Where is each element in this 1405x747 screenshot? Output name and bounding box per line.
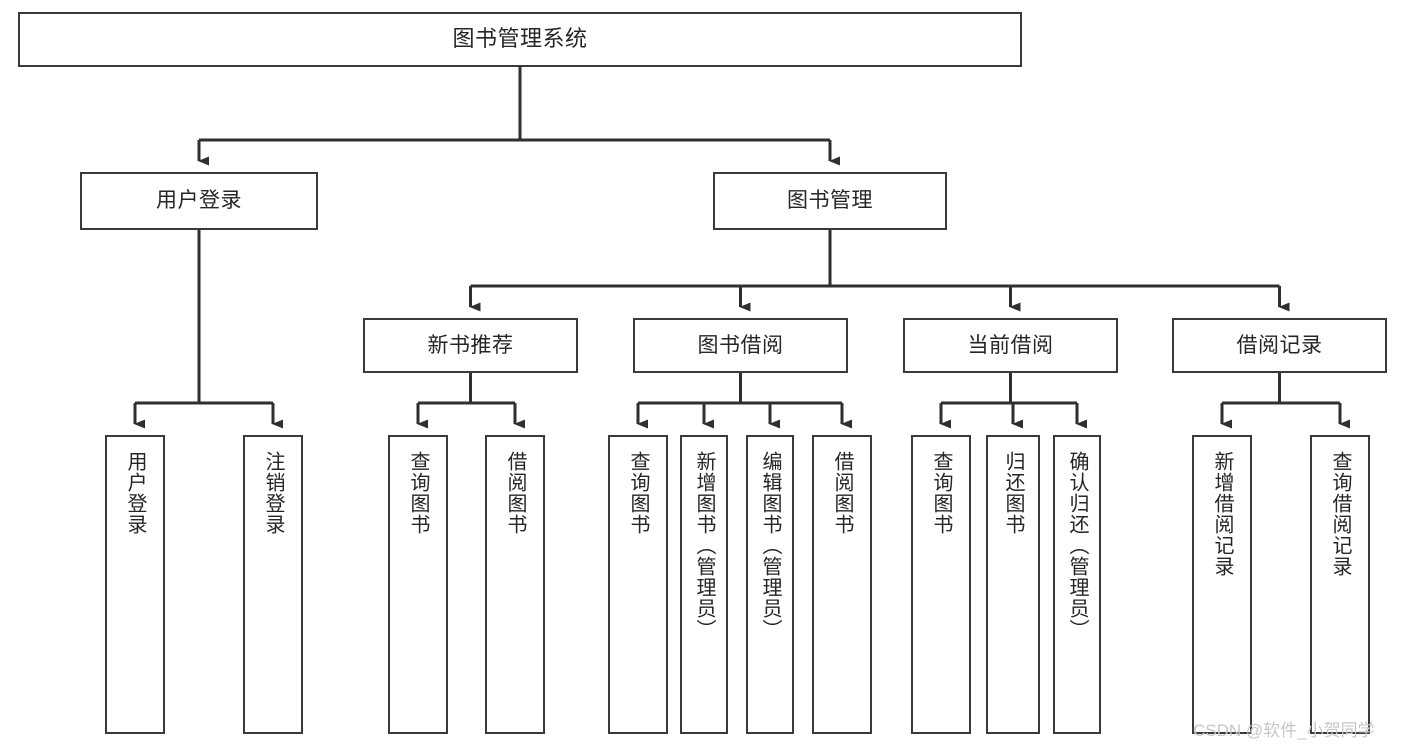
node-leaf-logout[interactable]: 注销登录: [243, 435, 303, 734]
node-leaf-edit-book[interactable]: 编辑图书（管理员）: [746, 435, 794, 734]
node-current-borrow[interactable]: 当前借阅: [903, 318, 1118, 373]
node-leaf-query-book-1-label: 查询图书: [407, 451, 429, 535]
node-leaf-add-book-label: 新增图书（管理员）: [693, 451, 715, 640]
node-leaf-confirm-return-label: 确认归还（管理员）: [1066, 451, 1088, 640]
node-book-manage[interactable]: 图书管理: [713, 172, 947, 230]
node-leaf-add-borrow-record-label: 新增借阅记录: [1211, 451, 1233, 577]
node-leaf-query-book-1[interactable]: 查询图书: [388, 435, 448, 734]
node-new-book-recommend-label: 新书推荐: [427, 333, 514, 357]
node-borrow-record-label: 借阅记录: [1236, 333, 1323, 357]
node-leaf-query-book-2[interactable]: 查询图书: [608, 435, 668, 734]
node-leaf-edit-book-label: 编辑图书（管理员）: [759, 451, 781, 640]
node-root-label: 图书管理系统: [452, 26, 588, 52]
node-leaf-query-book-2-label: 查询图书: [627, 451, 649, 535]
node-leaf-query-borrow-record[interactable]: 查询借阅记录: [1310, 435, 1370, 734]
node-leaf-user-login-label: 用户登录: [124, 451, 146, 535]
node-leaf-user-login[interactable]: 用户登录: [105, 435, 165, 734]
node-new-book-recommend[interactable]: 新书推荐: [363, 318, 578, 373]
node-leaf-return-book-label: 归还图书: [1002, 451, 1024, 535]
node-leaf-borrow-book-2[interactable]: 借阅图书: [812, 435, 872, 734]
node-user-login[interactable]: 用户登录: [80, 172, 318, 230]
node-leaf-logout-label: 注销登录: [262, 451, 284, 535]
node-leaf-query-borrow-record-label: 查询借阅记录: [1329, 451, 1351, 577]
node-book-borrow[interactable]: 图书借阅: [633, 318, 848, 373]
node-borrow-record[interactable]: 借阅记录: [1172, 318, 1387, 373]
node-leaf-borrow-book-1-label: 借阅图书: [504, 451, 526, 535]
node-user-login-label: 用户登录: [156, 189, 242, 213]
node-book-manage-label: 图书管理: [787, 189, 873, 213]
node-leaf-query-book-3[interactable]: 查询图书: [911, 435, 971, 734]
node-leaf-add-borrow-record[interactable]: 新增借阅记录: [1192, 435, 1252, 734]
node-leaf-borrow-book-1[interactable]: 借阅图书: [485, 435, 545, 734]
node-leaf-borrow-book-2-label: 借阅图书: [831, 451, 853, 535]
node-root[interactable]: 图书管理系统: [18, 12, 1022, 67]
node-leaf-return-book[interactable]: 归还图书: [986, 435, 1040, 734]
node-leaf-add-book[interactable]: 新增图书（管理员）: [680, 435, 728, 734]
node-leaf-confirm-return[interactable]: 确认归还（管理员）: [1053, 435, 1101, 734]
csdn-watermark: CSDN @软件_小贺同学: [1193, 721, 1375, 740]
node-leaf-query-book-3-label: 查询图书: [930, 451, 952, 535]
node-current-borrow-label: 当前借阅: [967, 333, 1054, 357]
node-book-borrow-label: 图书借阅: [697, 333, 784, 357]
